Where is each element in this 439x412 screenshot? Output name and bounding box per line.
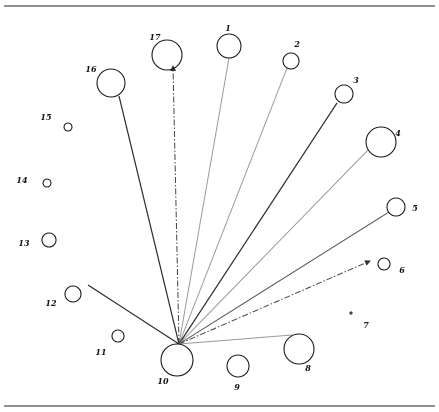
edge-10-to-8 [178,334,293,345]
node-6: 6 [377,257,405,275]
node-8: 8 [283,333,315,373]
node-4-label: 4 [395,128,401,138]
node-2-circle [282,52,300,70]
node-14-label: 14 [16,175,28,185]
edge-10-to-1 [178,57,230,345]
node-11-circle [111,329,125,343]
node-1-label: 1 [225,23,231,33]
node-16: 16 [85,64,126,98]
node-16-label: 16 [85,64,97,74]
node-12-circle [64,285,82,303]
node-7-circle [349,311,353,315]
edge-10-to-6 [178,260,371,345]
node-11-label: 11 [95,347,106,357]
edge-10-to-4 [178,149,369,345]
node-10: 10 [157,343,194,386]
node-9-label: 9 [234,382,240,392]
node-10-label: 10 [157,376,169,386]
node-15-circle [63,122,73,132]
edge-10-to-17 [170,65,180,345]
edge-layer [87,57,390,345]
node-4-circle [365,126,397,158]
node-13: 13 [18,232,57,248]
node-5-circle [386,197,406,217]
node-3-label: 3 [353,75,359,85]
node-12-label: 12 [45,298,57,308]
node-17-circle [151,39,183,71]
node-10-circle [160,343,194,377]
edge-10-to-2 [178,67,288,345]
node-7-label: 7 [363,320,369,330]
node-2-label: 2 [293,39,300,49]
node-15-label: 15 [40,112,52,122]
node-1: 1 [216,23,242,59]
edge-10-to-5 [178,211,390,345]
node-9: 9 [226,354,250,392]
node-6-label: 6 [399,265,405,275]
node-4: 4 [365,126,401,158]
edge-10-to-3 [178,102,338,345]
node-9-circle [226,354,250,378]
edge-10-to-16 [118,95,180,345]
node-11: 11 [95,329,125,357]
node-17: 17 [149,32,183,71]
node-14-circle [42,178,52,188]
node-14: 14 [16,175,52,188]
node-13-label: 13 [18,238,30,248]
node-8-label: 8 [305,363,311,373]
node-2: 2 [282,39,300,70]
node-3-circle [334,84,354,104]
node-12: 12 [45,285,82,308]
node-8-circle [283,333,315,365]
node-17-label: 17 [149,32,161,42]
node-15: 15 [40,112,73,132]
node-1-circle [216,33,242,59]
node-7: 7 [349,311,369,330]
edge-10-to-12 [87,284,180,345]
node-6-circle [377,257,391,271]
node-16-circle [96,68,126,98]
node-3: 3 [334,75,359,104]
node-5: 5 [386,197,418,217]
node-5-label: 5 [412,203,418,213]
node-13-circle [41,232,57,248]
